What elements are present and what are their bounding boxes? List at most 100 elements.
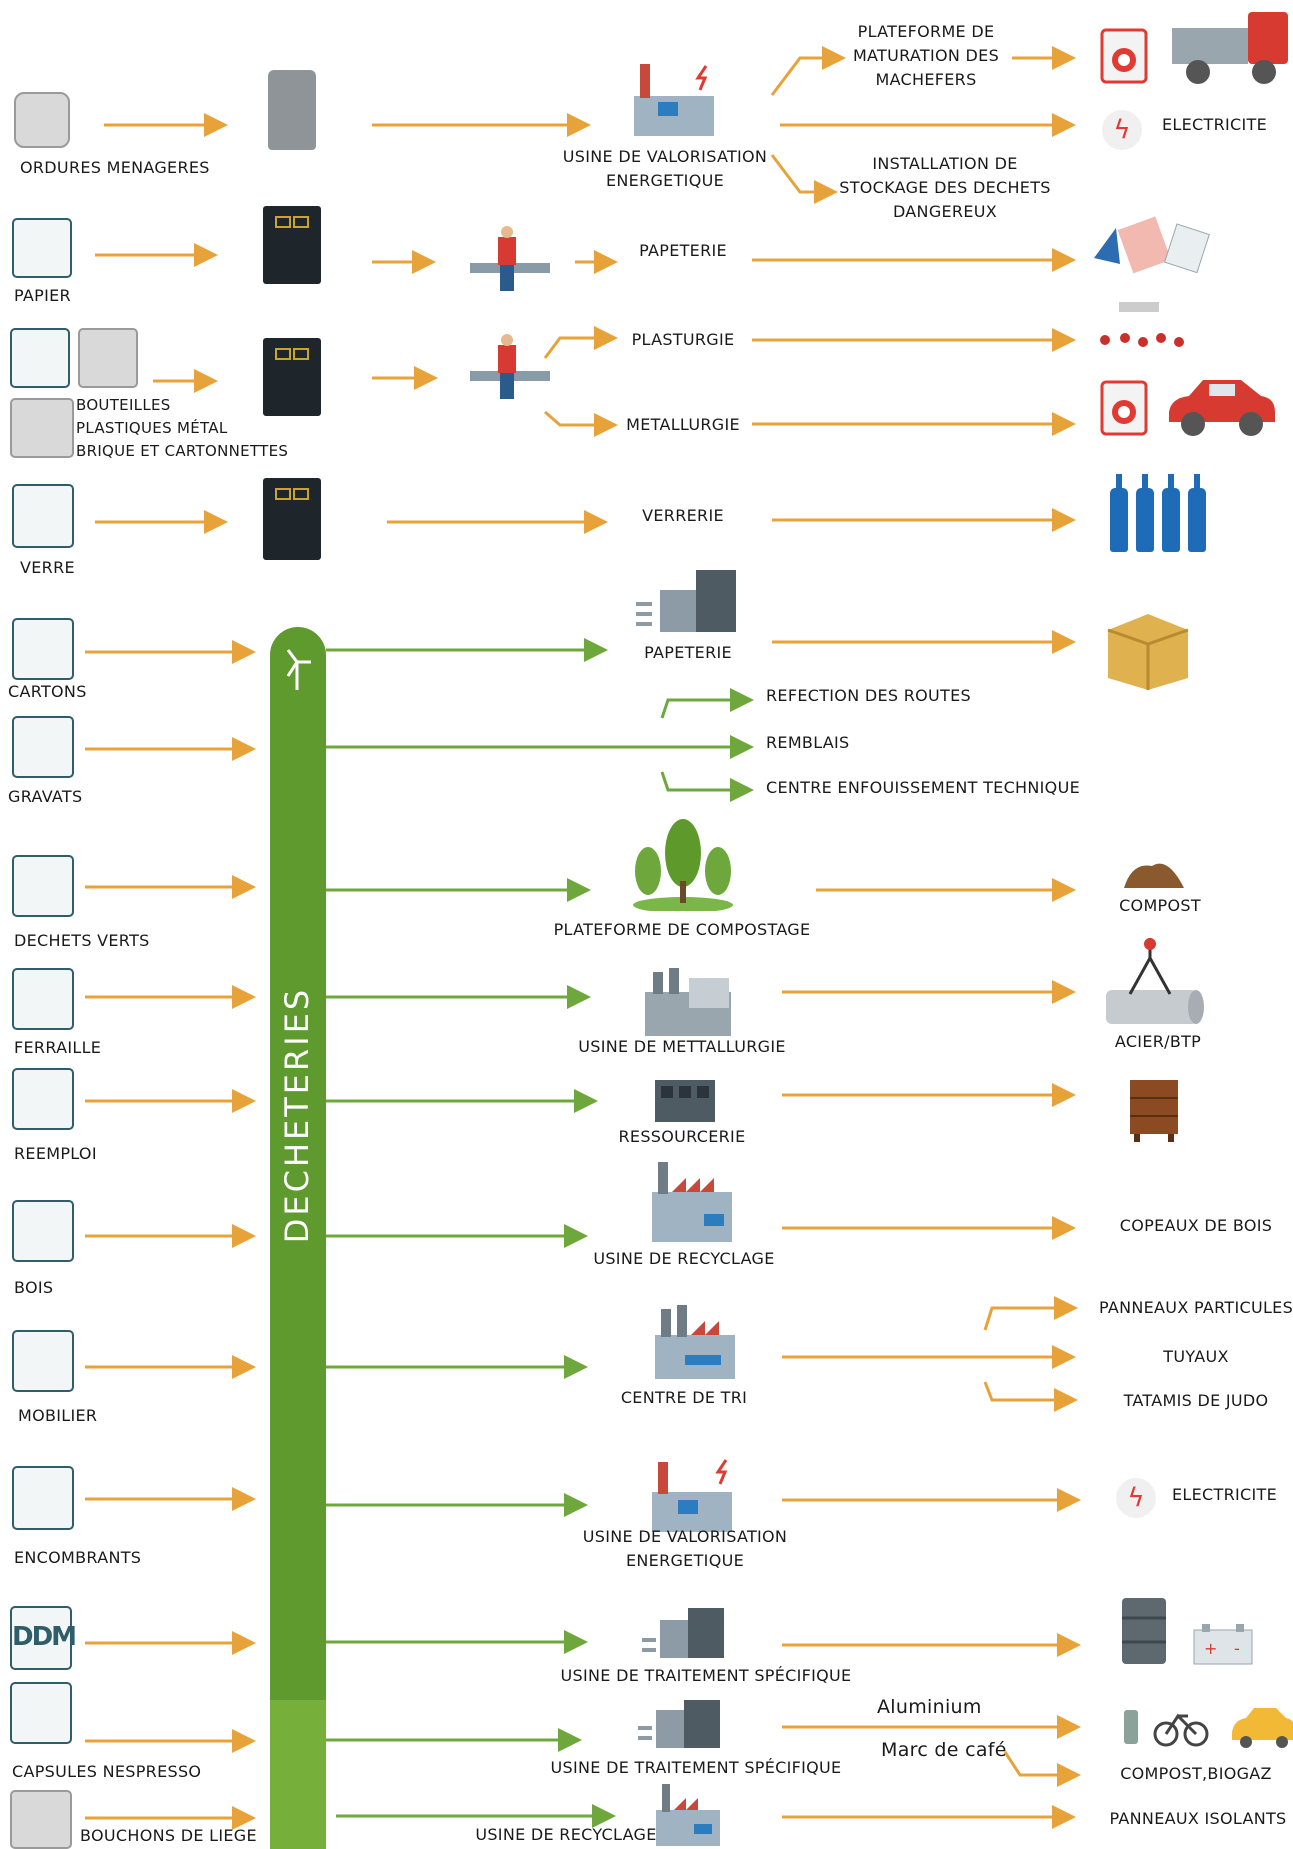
sorting-worker-icon — [470, 226, 550, 291]
facility-uve2-2: ENERGETIQUE — [625, 1551, 745, 1570]
svg-text:-: - — [1234, 1639, 1240, 1658]
facility-verrerie: VERRERIE — [642, 506, 724, 525]
ddm-logo: DDM — [10, 1606, 77, 1670]
pallet-icon — [12, 1200, 74, 1262]
source-capsules: CAPSULES NESPRESSO — [12, 1762, 202, 1781]
source-dechets-verts: DECHETS VERTS — [14, 931, 150, 950]
carton-brick-icon — [10, 398, 74, 458]
facility-uve1-1: USINE DE VALORISATION — [562, 147, 768, 166]
bulky-waste-icon — [12, 1466, 74, 1530]
output-acier: ACIER/BTP — [1114, 1032, 1202, 1051]
capsule-icon — [10, 1682, 72, 1744]
output-tuyaux: TUYAUX — [1163, 1347, 1229, 1366]
output-compost-biogaz: COMPOST,BIOGAZ — [1120, 1764, 1272, 1783]
svg-text:+: + — [1204, 1639, 1217, 1658]
cardboard-box-icon — [12, 618, 74, 680]
sorting-center-icon — [655, 1305, 735, 1379]
output-stockage-1: INSTALLATION DE — [872, 154, 1018, 173]
truck-icon — [1172, 12, 1288, 84]
recycling-factory-icon — [656, 1784, 720, 1846]
facility-papeterie2: PAPETERIE — [644, 643, 732, 662]
washing-machine-icon — [1100, 28, 1148, 84]
output-stockage-2: STOCKAGE DES DECHETS — [839, 178, 1051, 197]
source-cartons: CARTONS — [8, 682, 87, 701]
washing-machine-icon — [1100, 380, 1148, 436]
facility-uve2-1: USINE DE VALORISATION — [582, 1527, 788, 1546]
source-verre: VERRE — [20, 558, 75, 577]
furniture-icon — [12, 1330, 74, 1392]
glass-bottle-icon — [1162, 474, 1180, 552]
windmill-icon — [286, 649, 311, 690]
facility-traitement2: USINE DE TRAITEMENT SPÉCIFIQUE — [550, 1758, 842, 1777]
sorting-bin-icon — [263, 338, 321, 416]
source-papier: PAPIER — [14, 286, 71, 305]
decheteries-bar — [270, 627, 326, 1849]
decheteries-bar-lower — [270, 1700, 326, 1849]
output-copeaux: COPEAUX DE BOIS — [1119, 1216, 1273, 1235]
sorting-bin-icon — [263, 206, 321, 284]
trees-icon — [633, 819, 733, 911]
tree-outline-icon — [12, 855, 74, 917]
can-icon — [78, 328, 138, 388]
output-maturation-2: MATURATION DES — [852, 46, 1000, 65]
output-aluminium: Aluminium — [877, 1696, 982, 1718]
facility-compostage: PLATEFORME DE COMPOSTAGE — [553, 920, 811, 939]
source-encombrants: ENCOMBRANTS — [14, 1548, 142, 1567]
electricity-icon: ϟ — [1116, 1478, 1156, 1518]
source-bouchons: BOUCHONS DE LIEGE — [80, 1826, 257, 1845]
facility-traitement1: USINE DE TRAITEMENT SPÉCIFIQUE — [560, 1666, 852, 1685]
source-ordures: ORDURES MENAGERES — [20, 158, 210, 177]
facility-recyclage1: USINE DE RECYCLAGE — [593, 1249, 775, 1268]
rubble-icon — [12, 716, 74, 778]
output-panneaux-particules: PANNEAUX PARTICULES — [1098, 1298, 1293, 1317]
facility-ressourcerie: RESSOURCERIE — [618, 1127, 746, 1146]
office-building-icon — [638, 1700, 720, 1748]
source-bois: BOIS — [14, 1278, 54, 1297]
glass-bin-icon — [263, 478, 321, 560]
facility-uve1-2: ENERGETIQUE — [605, 171, 725, 190]
output-tatamis: TATAMIS DE JUDO — [1123, 1391, 1269, 1410]
output-maturation-1: PLATEFORME DE — [857, 22, 995, 41]
output-stockage-3: DANGEREUX — [892, 202, 998, 221]
compost-pile-icon — [1124, 863, 1184, 888]
source-gravats: GRAVATS — [8, 787, 83, 806]
output-electricite2: ELECTRICITE — [1172, 1485, 1277, 1504]
output-routes: REFECTION DES ROUTES — [766, 686, 971, 705]
output-remblais: REMBLAIS — [766, 733, 850, 752]
facility-centre-tri: CENTRE DE TRI — [620, 1388, 748, 1407]
plastic-pellets-icon — [1100, 302, 1184, 347]
battery-icon: +- — [1193, 1624, 1253, 1665]
source-bouteilles-1: BOUTEILLES — [76, 396, 171, 414]
source-ferraille: FERRAILLE — [14, 1038, 102, 1057]
glass-bottle-icon — [12, 484, 74, 548]
energy-plant-icon — [634, 64, 714, 136]
book-icon — [12, 218, 72, 278]
glass-bottle-icon — [1110, 474, 1128, 552]
source-bouteilles-2: PLASTIQUES MÉTAL — [76, 419, 228, 437]
facility-metallurgie: METALLURGIE — [626, 415, 740, 434]
output-enfouissement: CENTRE ENFOUISSEMENT TECHNIQUE — [766, 778, 1080, 797]
garbage-bag-icon — [14, 92, 70, 148]
output-panneaux-isolants: PANNEAUX ISOLANTS — [1109, 1809, 1287, 1828]
metal-factory-icon — [645, 968, 731, 1036]
glass-bottle-icon — [1136, 474, 1154, 552]
cork-icon — [10, 1790, 72, 1849]
bike-and-car-icon — [1124, 1708, 1293, 1748]
office-building-icon — [636, 570, 736, 632]
output-compost: COMPOST — [1119, 896, 1201, 915]
output-electricite1: ELECTRICITE — [1162, 115, 1267, 134]
output-marc-cafe: Marc de café — [881, 1739, 1007, 1761]
car-icon — [1169, 380, 1275, 436]
cardboard-box-icon — [1107, 614, 1189, 690]
facility-plasturgie: PLASTURGIE — [631, 330, 735, 349]
facility-recyclage2: USINE DE RECYCLAGE — [475, 1825, 657, 1844]
office-building-icon — [642, 1608, 724, 1658]
steel-pipe-icon — [1106, 938, 1204, 1024]
bicycle-icon — [12, 968, 74, 1030]
source-mobilier: MOBILIER — [18, 1406, 98, 1425]
facility-usine-metallurgie: USINE DE METTALLURGIE — [578, 1037, 786, 1056]
source-bouteilles-3: BRIQUE ET CARTONNETTES — [76, 442, 289, 460]
output-maturation-3: MACHEFERS — [875, 70, 977, 89]
facility-papeterie1: PAPETERIE — [639, 241, 727, 260]
